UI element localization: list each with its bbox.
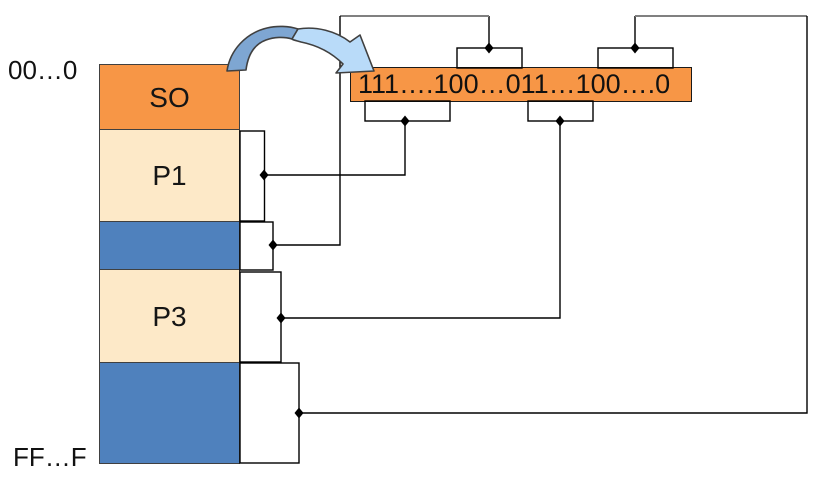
memory-block-label: P1 — [152, 160, 187, 191]
connector-bitmap1-to-free1-down — [273, 16, 341, 246]
diamond-marker — [555, 115, 565, 127]
bracket-bitmap-top-2 — [597, 47, 674, 69]
bracket-free1 — [239, 221, 274, 271]
diamond-marker — [400, 115, 410, 127]
memory-block-label: SO — [149, 81, 190, 113]
memory-brackets — [239, 130, 300, 464]
memory-block-os: SO — [99, 64, 240, 131]
connector-p3-to-bitmap — [281, 121, 561, 319]
bracket-bitmap-top-1 — [456, 47, 523, 69]
address-label-bottom: FF…F — [13, 442, 87, 472]
diamond-marker — [259, 169, 269, 181]
bitmap-value: 111….100…011…100….0 — [358, 69, 671, 99]
memory-block-free-2 — [99, 362, 240, 464]
diamond-marker — [484, 42, 494, 54]
bracket-p1 — [239, 130, 266, 222]
memory-block-p1: P1 — [99, 129, 240, 223]
bracket-p3 — [239, 271, 282, 363]
memory-block-label: P3 — [152, 300, 187, 332]
curved-arrow-icon — [226, 25, 375, 74]
connector-p1-to-bitmap — [264, 121, 406, 176]
bracket-bitmap-bottom-2 — [527, 100, 594, 122]
bracket-free2 — [239, 362, 300, 464]
diamond-marker — [630, 42, 640, 54]
diamond-marker — [268, 239, 278, 251]
address-label-top: 00…0 — [8, 55, 78, 85]
memory-block-p3: P3 — [99, 269, 240, 364]
diamond-marker — [294, 407, 304, 419]
bitmap-bar: 111….100…011…100….0 — [350, 67, 692, 102]
diamond-marker — [276, 312, 286, 324]
bracket-bitmap-bottom-1 — [364, 100, 451, 122]
memory-block-free-1 — [99, 221, 240, 271]
